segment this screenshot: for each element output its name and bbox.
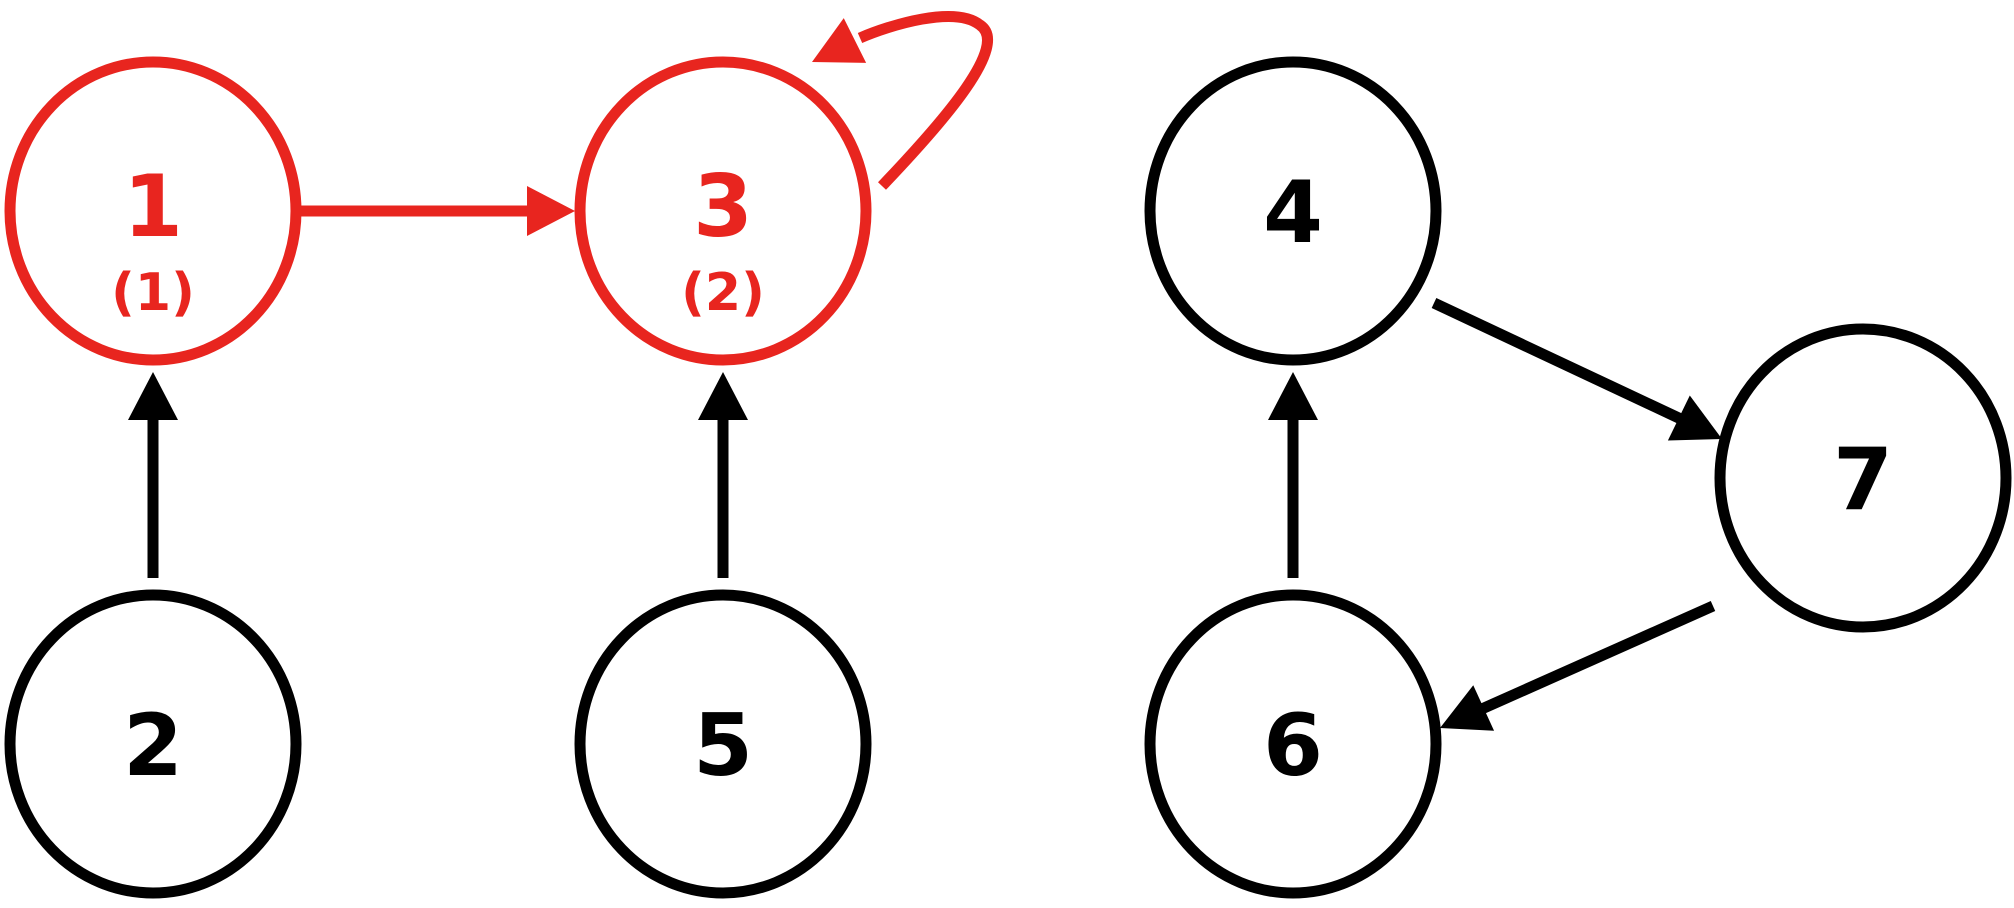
edges-layer <box>128 11 1722 731</box>
arrowhead <box>1667 395 1722 441</box>
node-label: 7 <box>1833 430 1893 530</box>
arrowhead <box>1440 685 1495 731</box>
node-label: 6 <box>1263 696 1323 796</box>
arrowhead <box>698 372 748 420</box>
edge-line <box>1431 298 1686 425</box>
node-sublabel: (2) <box>681 263 765 323</box>
node-circle <box>574 589 872 899</box>
node-label: 1 <box>123 157 183 257</box>
arrowhead <box>527 186 575 236</box>
nodes-layer: 1(1) 3(2) 4 7 2 5 6 <box>4 56 2012 899</box>
node-2: 2 <box>4 589 302 899</box>
node-label: 5 <box>693 696 753 796</box>
arrowhead <box>128 372 178 420</box>
node-circle <box>1144 589 1442 899</box>
edge-line <box>857 11 993 190</box>
arrowhead <box>1268 372 1318 420</box>
edge-2-to-1 <box>128 372 178 578</box>
edge-6-to-4 <box>1268 372 1318 578</box>
node-circle <box>1144 56 1442 366</box>
edge-3-to-3 <box>812 11 993 190</box>
node-5: 5 <box>574 589 872 899</box>
node-circle <box>4 56 302 366</box>
node-3: 3(2) <box>574 56 872 366</box>
node-label: 4 <box>1263 163 1323 263</box>
node-6: 6 <box>1144 589 1442 899</box>
node-circle <box>4 589 302 899</box>
node-label: 2 <box>123 696 183 796</box>
node-4: 4 <box>1144 56 1442 366</box>
node-label: 3 <box>693 157 753 257</box>
edge-line <box>1472 600 1716 718</box>
arrowhead <box>812 18 867 63</box>
node-7: 7 <box>1714 323 2012 633</box>
node-1: 1(1) <box>4 56 302 366</box>
edge-5-to-3 <box>698 372 748 578</box>
edge-1-to-3 <box>299 186 575 236</box>
edge-7-to-6 <box>1440 600 1716 731</box>
edge-4-to-7 <box>1431 298 1722 441</box>
node-circle <box>574 56 872 366</box>
node-sublabel: (1) <box>111 263 195 323</box>
node-circle <box>1714 323 2012 633</box>
